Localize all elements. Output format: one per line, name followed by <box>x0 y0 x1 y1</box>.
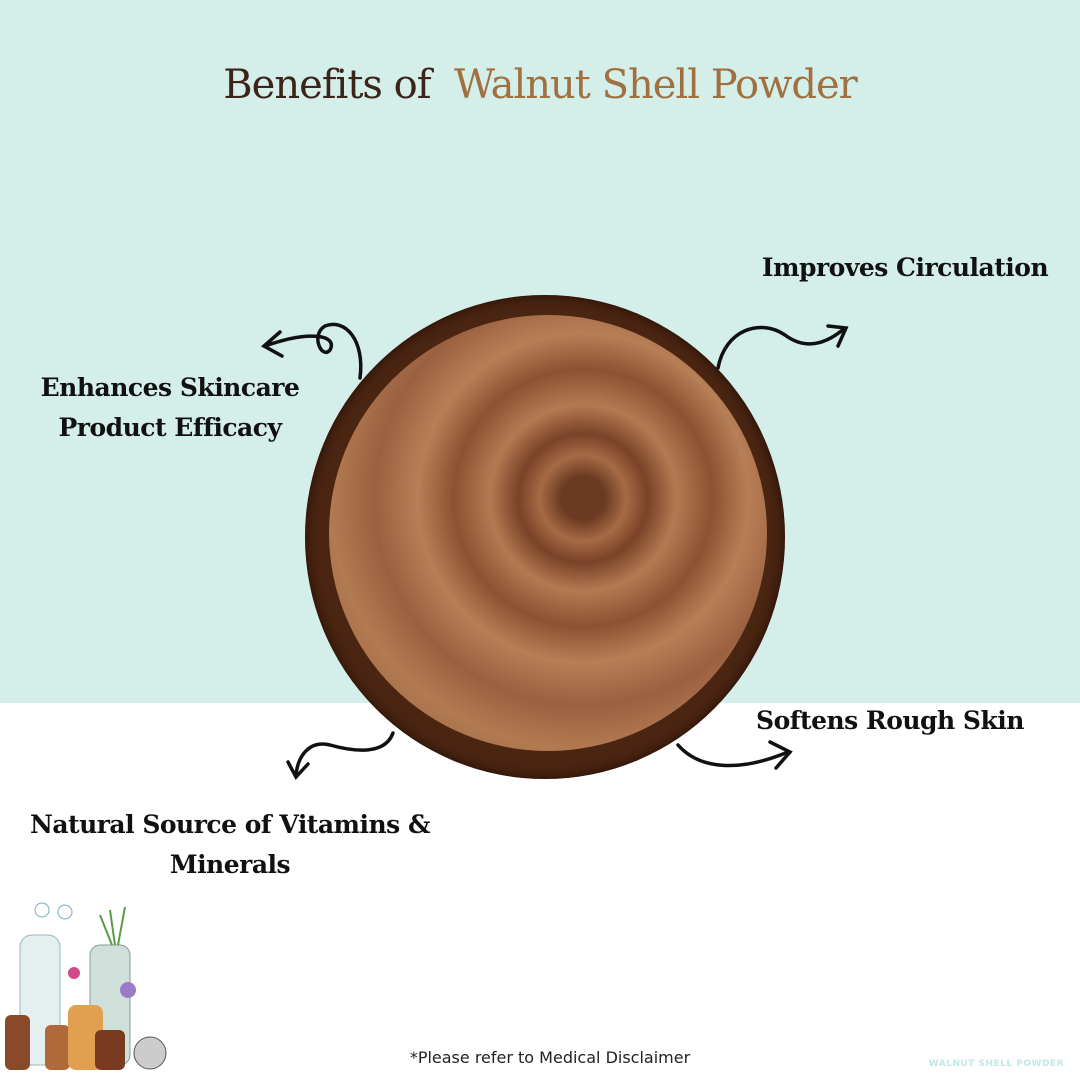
arrow-skincare <box>260 322 363 380</box>
benefit-skincare-line2: Product Efficacy <box>58 413 282 442</box>
arrow-circulation <box>716 324 849 370</box>
benefit-vitamins-line2: Minerals <box>169 850 291 879</box>
walnut-powder-bowl-image <box>305 295 785 779</box>
benefit-skincare-line1: Enhances Skincare <box>40 373 300 402</box>
arrow-vitamins <box>286 731 395 780</box>
watermark: WALNUT SHELL POWDER <box>928 1059 1064 1069</box>
benefit-rough-skin: Softens Rough Skin <box>756 706 1024 735</box>
title-accent: Walnut Shell Powder <box>454 62 858 108</box>
title-part1: Benefits of <box>223 62 431 108</box>
medical-disclaimer: *Please refer to Medical Disclaimer <box>409 1048 691 1067</box>
benefit-circulation: Improves Circulation <box>761 253 1049 282</box>
page-title: Benefits of Walnut Shell Powder <box>0 62 1080 108</box>
apothecary-bottles-illustration <box>5 902 167 1070</box>
benefit-vitamins-line1: Natural Source of Vitamins & <box>29 810 431 839</box>
benefit-vitamins: Natural Source of Vitamins & Minerals <box>20 805 440 885</box>
arrow-rough-skin <box>676 740 793 770</box>
powder <box>329 315 767 751</box>
